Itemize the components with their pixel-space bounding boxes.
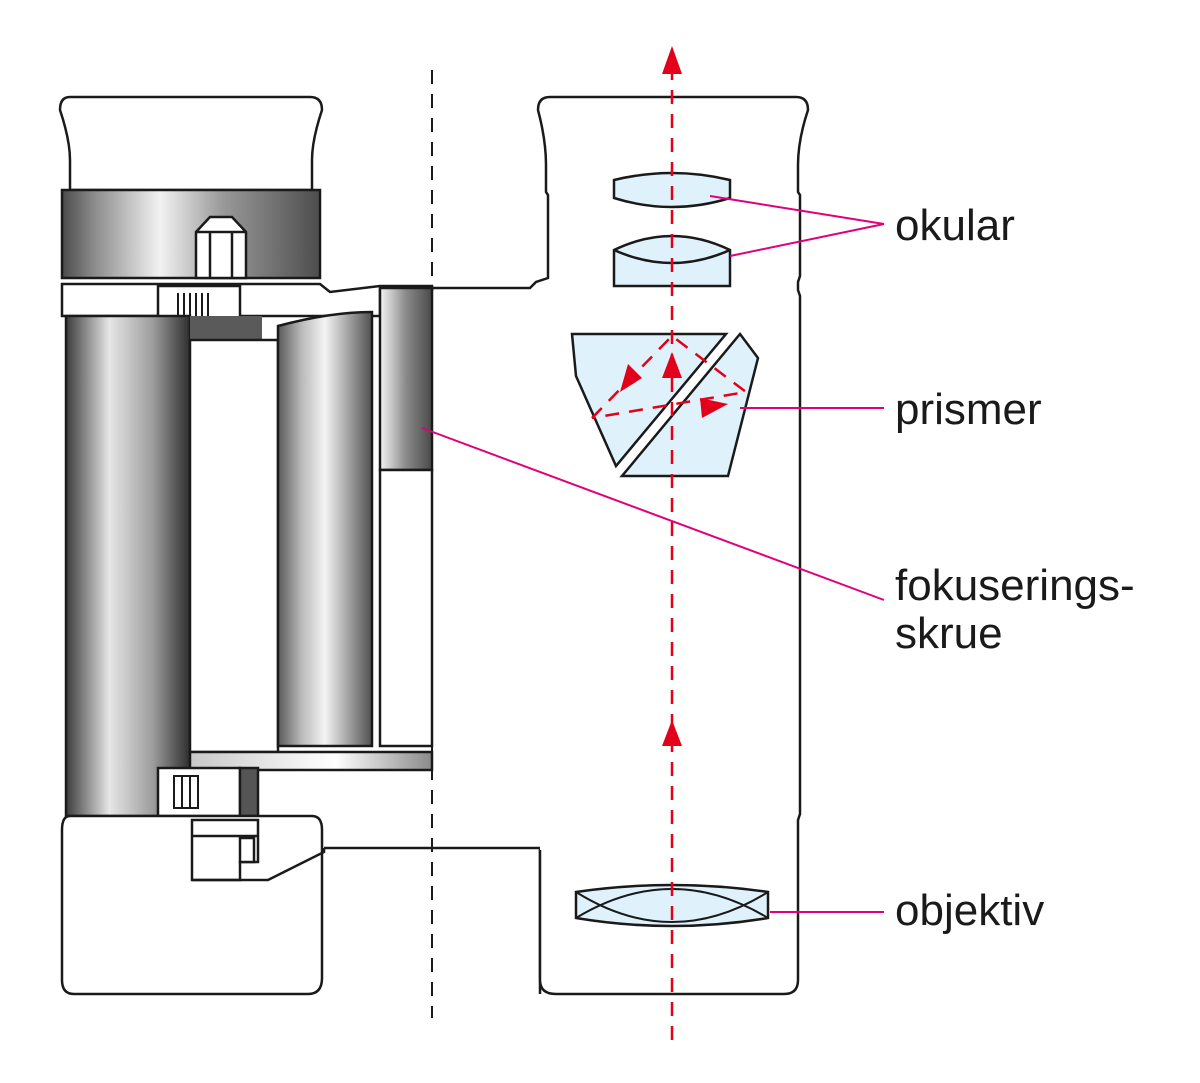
label-focusing-screw: fokuserings- skrue	[895, 562, 1135, 658]
right-tube-section	[432, 95, 810, 996]
prism-assembly	[570, 331, 760, 478]
label-prisms: prismer	[895, 385, 1042, 434]
label-eyepiece: okular	[895, 201, 1015, 250]
label-focusing-line2: skrue	[895, 609, 1003, 658]
eyecup	[58, 95, 324, 192]
light-path-arrows	[620, 46, 728, 746]
focus-guide	[378, 468, 434, 748]
ring-knob	[194, 215, 248, 280]
upper-collar	[60, 282, 434, 318]
diopter-ring	[60, 188, 322, 280]
label-objective: objektiv	[895, 886, 1045, 935]
barrel-bracket	[190, 316, 262, 342]
arrow-left-diag	[620, 364, 642, 392]
bridge	[188, 750, 434, 772]
right-tube-outline	[436, 95, 810, 996]
arrow-right-diag	[700, 398, 728, 418]
main-barrel	[64, 314, 192, 818]
arrow-top	[662, 46, 682, 74]
prism-left	[570, 332, 729, 469]
prism-right	[619, 331, 760, 478]
internal-window	[188, 338, 280, 754]
arrow-mid	[662, 352, 682, 378]
leader-lines	[421, 195, 885, 913]
label-focusing-line1: fokuserings-	[895, 561, 1135, 610]
arrow-lower	[662, 720, 682, 746]
inner-tube	[276, 310, 374, 748]
focusing-screw	[378, 286, 434, 472]
left-tube-exterior	[58, 95, 542, 996]
